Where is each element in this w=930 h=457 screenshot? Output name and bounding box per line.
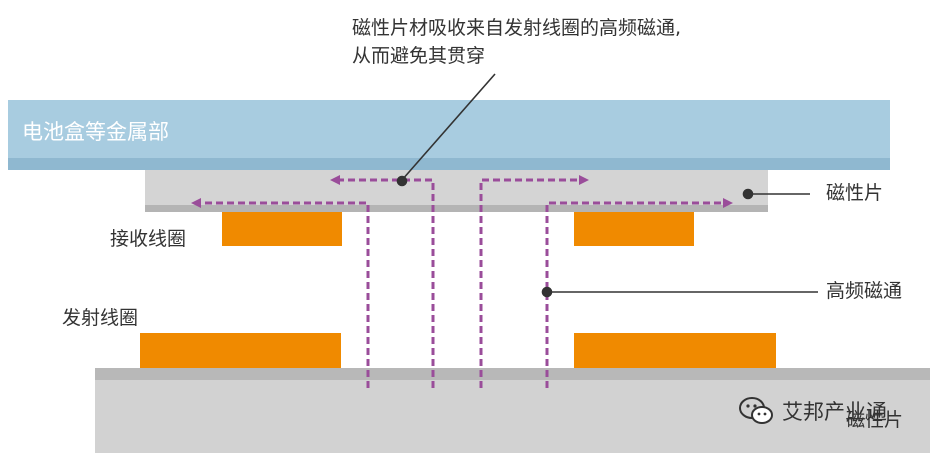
receiver-coil-left: [222, 212, 342, 246]
metal-layer-shadow: [8, 158, 890, 170]
annotation: 磁性片材吸收来自发射线圈的高频磁通, 从而避免其贯穿: [352, 14, 681, 70]
annotation-line-2: 从而避免其贯穿: [352, 45, 486, 67]
flux-path-inner-left: [330, 175, 435, 388]
transmitter-coil-label: 发射线圈: [62, 307, 139, 329]
base-magnetic-sheet-label: 磁性片: [846, 409, 904, 431]
wechat-icon: [739, 397, 773, 424]
flux-path-outer-right: [545, 198, 733, 388]
base-layer: [95, 368, 930, 453]
watermark-text: 艾邦产业通: [782, 400, 887, 424]
magnetic-sheet-edge: [145, 205, 768, 212]
transmitter-coil-left: [140, 333, 341, 368]
base-layer-edge: [95, 368, 930, 380]
flux-path-outer-left: [191, 198, 370, 388]
leader-lines: [396, 73, 818, 298]
annotation-leader-dot: [396, 175, 408, 187]
annotation-line-1: 磁性片材吸收来自发射线圈的高频磁通,: [352, 17, 682, 39]
magnetic-sheet-leader-dot: [742, 188, 754, 200]
magnetic-sheet-label: 磁性片: [826, 182, 884, 204]
flux-label: 高频磁通: [826, 280, 903, 302]
receiver-coil-label: 接收线圈: [110, 228, 187, 250]
watermark: 艾邦产业通: [738, 396, 887, 426]
transmitter-coil-right: [574, 333, 776, 368]
flux-path-inner-right: [479, 175, 589, 388]
flux-leader-dot: [541, 286, 553, 298]
flux-paths: [191, 175, 733, 388]
receiver-coil-right: [574, 212, 694, 246]
annotation-leader: [401, 73, 496, 181]
metal-parts-label: 电池盒等金属部: [22, 120, 169, 144]
